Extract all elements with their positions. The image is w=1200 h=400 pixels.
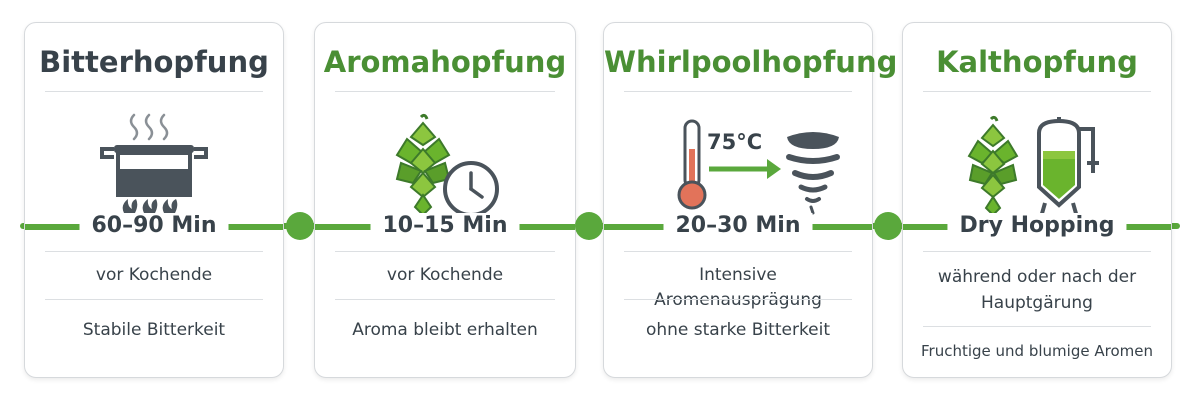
effect-label: Fruchtige und blumige Aromen (921, 342, 1153, 360)
timing-label-line2: Hauptgärung (981, 293, 1093, 313)
divider (624, 299, 852, 300)
divider (45, 91, 263, 92)
stage-card-aromahopfung: Aromahopfung 10–15 Min vor Kochende Arom… (314, 22, 576, 378)
timeline-dot (874, 212, 902, 240)
divider (45, 251, 263, 252)
stage-title: Aromahopfung (323, 45, 567, 79)
duration-label: 60–90 Min (79, 213, 229, 238)
stage-card-kalthopfung: Kalthopfung Dry Hopping während oder nac… (902, 22, 1172, 378)
timing-label-line1: während oder nach der (937, 267, 1137, 287)
divider (335, 91, 555, 92)
duration-label: Dry Hopping (947, 213, 1127, 238)
duration-label: 20–30 Min (663, 213, 813, 238)
divider (45, 299, 263, 300)
hop-cone-clock-icon (315, 113, 575, 225)
thermometer-whirlpool-icon: 75°C (604, 113, 872, 225)
effect-label: Aroma bleibt erhalten (352, 320, 538, 340)
stage-title: Kalthopfung (936, 45, 1138, 79)
timing-label: vor Kochende (95, 265, 213, 285)
effect-label: ohne starke Bitterkeit (645, 320, 831, 340)
divider (624, 91, 852, 92)
effect-label: Stabile Bitterkeit (82, 320, 226, 340)
timeline-dot (286, 212, 314, 240)
duration-label: 10–15 Min (370, 213, 520, 238)
divider (624, 251, 852, 252)
divider (335, 299, 555, 300)
timeline-dot (575, 212, 603, 240)
divider (923, 251, 1151, 252)
timing-label: Intensive Aromenausprägung (654, 265, 822, 310)
temperature-label: 75°C (707, 130, 762, 154)
stage-card-bitterhopfung: Bitterhopfung 60–90 Min vor Kochende Sta… (24, 22, 284, 378)
divider (335, 251, 555, 252)
stage-title: Bitterhopfung (39, 45, 269, 79)
divider (923, 91, 1151, 92)
divider (923, 326, 1151, 327)
boiling-pot-icon (25, 113, 283, 225)
hop-cone-fermenter-icon (903, 113, 1171, 225)
stage-card-whirlpoolhopfung: Whirlpoolhopfung 75°C 20–30 Min Intensiv… (603, 22, 898, 378)
timing-label: vor Kochende (386, 265, 504, 285)
stage-title: Whirlpoolhopfung (604, 45, 898, 79)
